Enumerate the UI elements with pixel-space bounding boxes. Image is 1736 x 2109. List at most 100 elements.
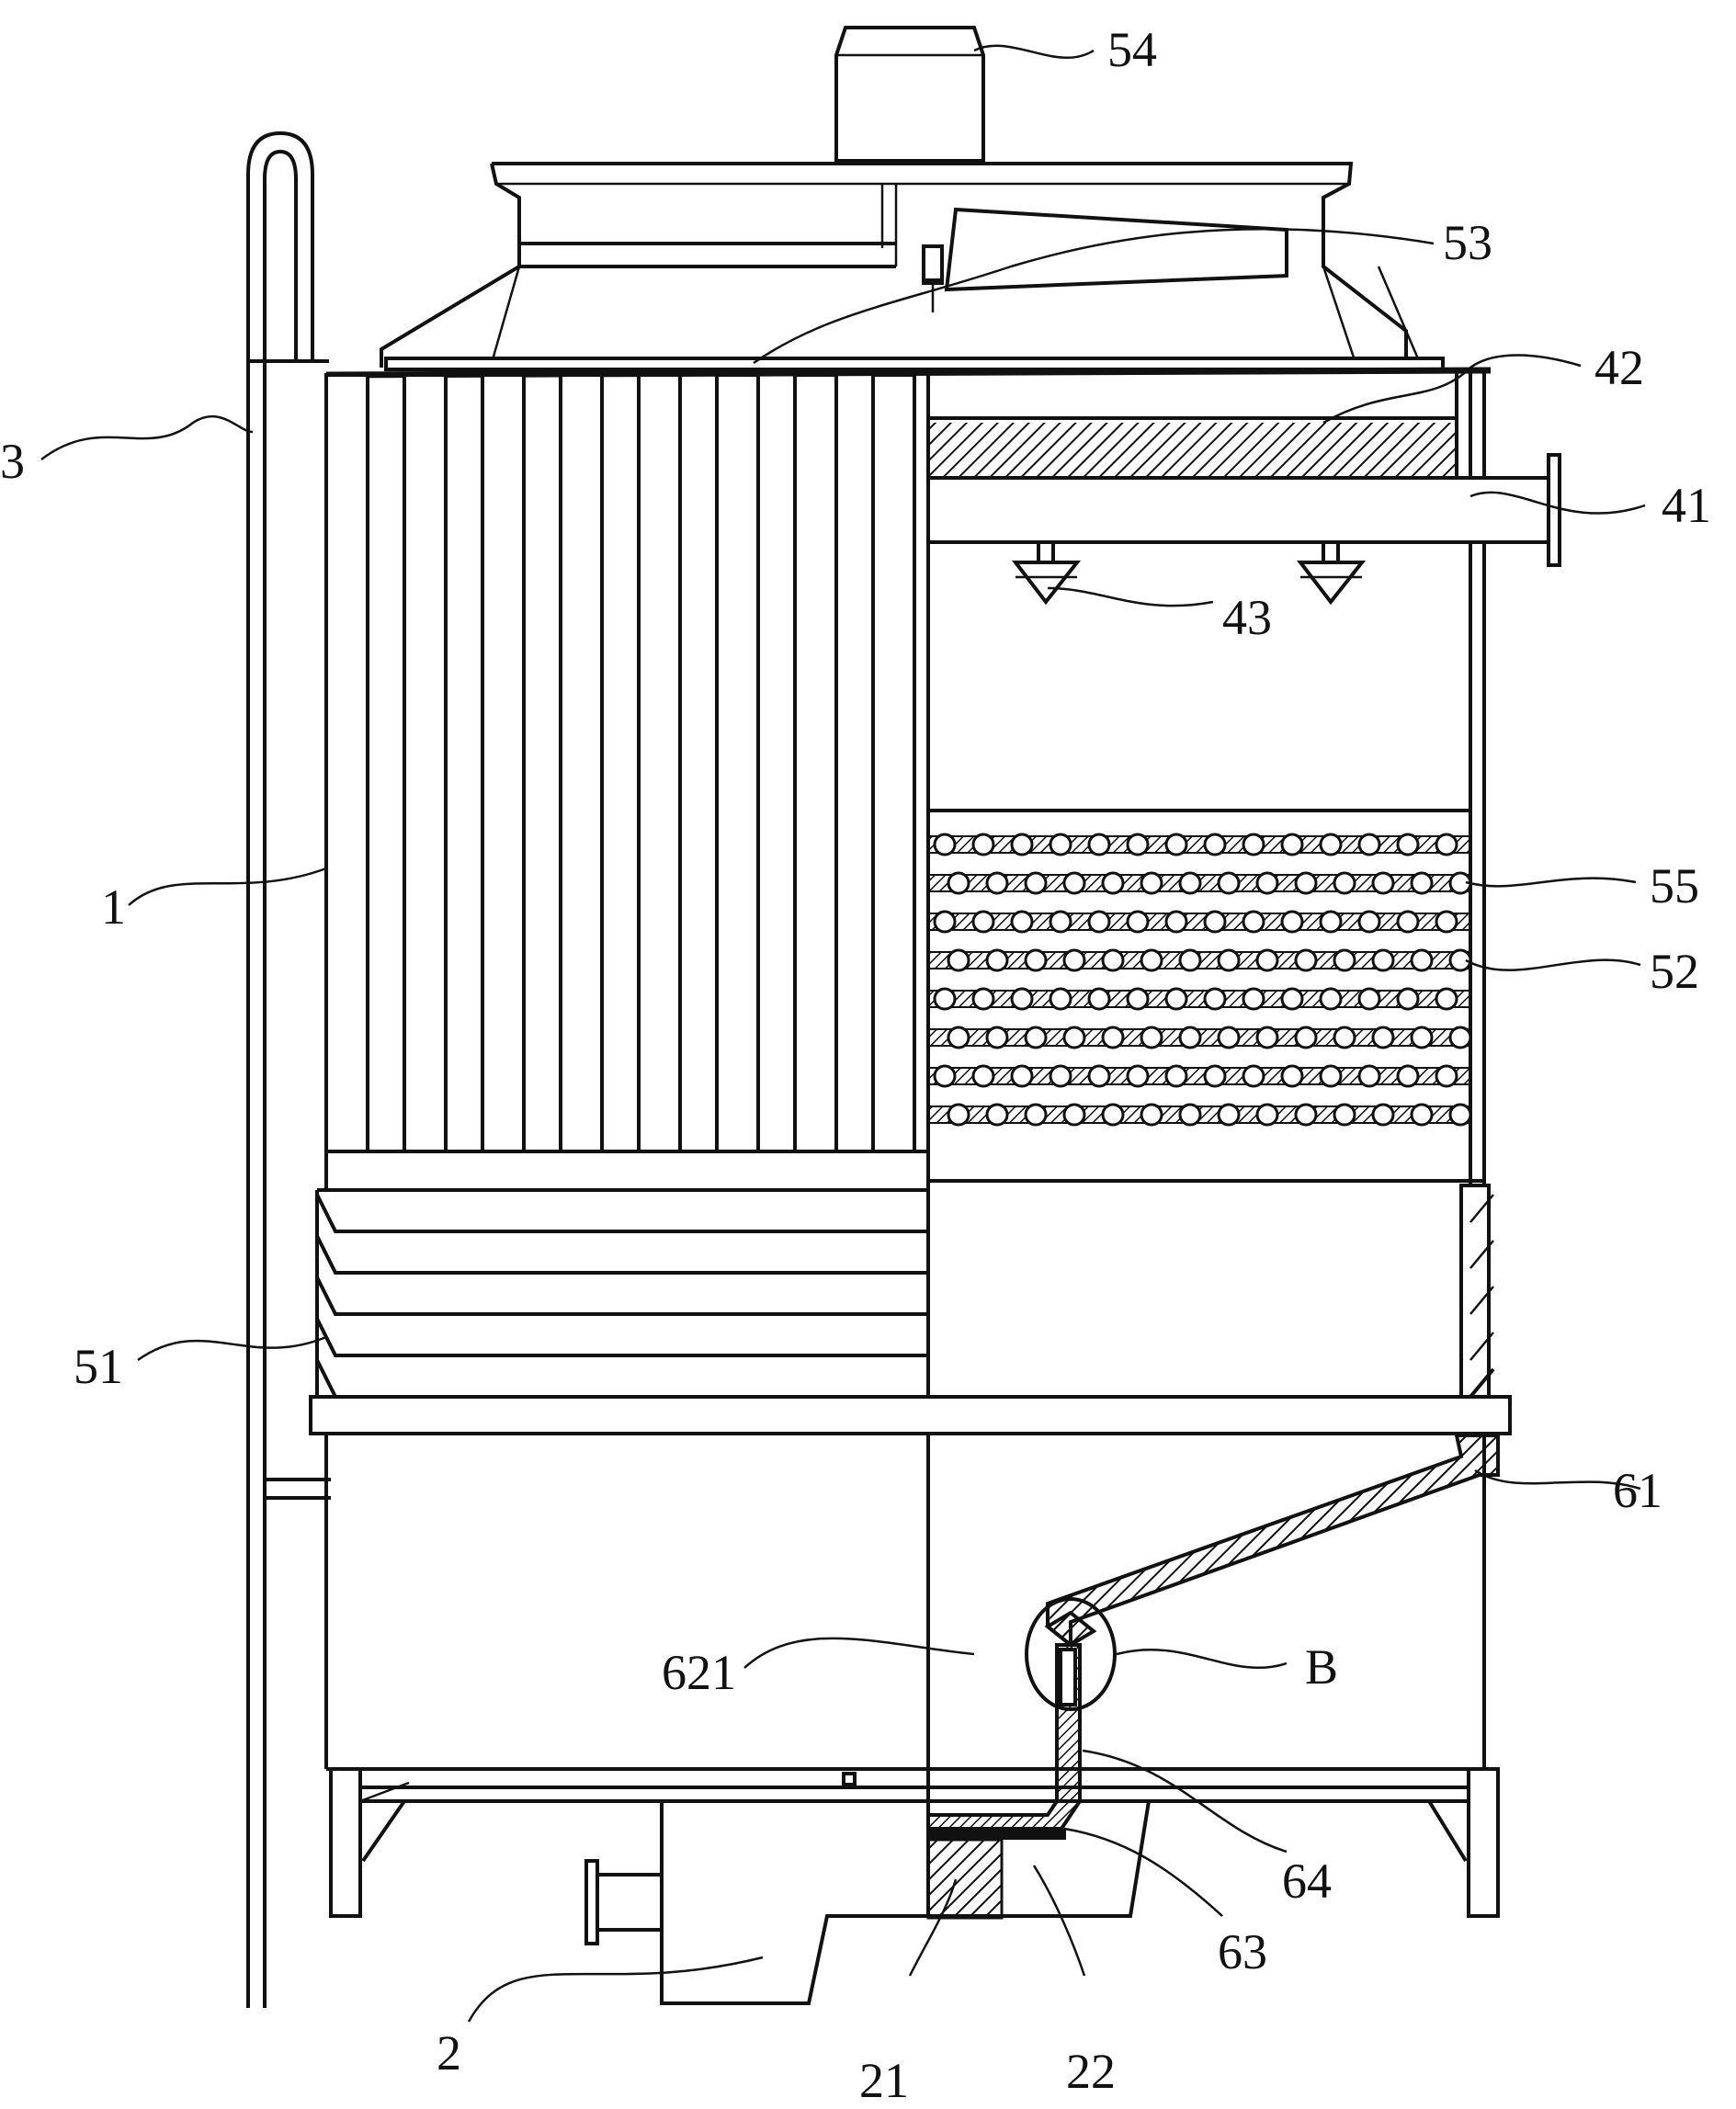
coil-tube: [933, 987, 957, 1011]
coil-tube: [1049, 1064, 1072, 1088]
coil-tube: [933, 1064, 957, 1088]
coil-tube: [1435, 910, 1458, 934]
coil-tube: [1396, 987, 1420, 1011]
coil-tube: [1178, 1026, 1202, 1049]
coil-tube: [1319, 1064, 1343, 1088]
coil-tube: [1371, 948, 1395, 972]
coil-tube: [1410, 871, 1434, 895]
coil-tube: [1280, 910, 1304, 934]
coil-tube: [1319, 910, 1343, 934]
coil-tube: [1140, 948, 1163, 972]
coil-tube: [985, 871, 1009, 895]
coil-tube: [1062, 871, 1086, 895]
coil-tube: [1242, 987, 1265, 1011]
spray-nozzle: [1296, 540, 1367, 606]
coil-tube: [1333, 1026, 1356, 1049]
coil-tube: [1101, 1026, 1125, 1049]
coil-tube: [985, 1026, 1009, 1049]
label-22: 22: [1066, 2044, 1116, 2099]
sloped-collector: [1044, 1434, 1500, 1650]
coil-tube: [1396, 833, 1420, 856]
coil-tube: [1294, 948, 1318, 972]
drift-eliminator: [928, 372, 1458, 478]
tower-body: [324, 367, 1492, 1916]
coil-tube: [1319, 833, 1343, 856]
coil-tube: [1217, 871, 1241, 895]
label-52: 52: [1650, 944, 1699, 999]
coil-tube: [1049, 833, 1072, 856]
coil-tube: [1242, 1064, 1265, 1088]
coil-tube: [1280, 1064, 1304, 1088]
coil-tube: [1371, 1026, 1395, 1049]
coil-tube: [1294, 1103, 1318, 1127]
coil-tube: [1357, 987, 1381, 1011]
coil-tube: [1087, 910, 1111, 934]
coil-tube: [1371, 871, 1395, 895]
coil-tube: [1448, 1026, 1472, 1049]
coil-tube: [1319, 987, 1343, 1011]
coil-tube: [1062, 1026, 1086, 1049]
drain-conduit: [926, 1643, 1082, 1840]
label-51: 51: [74, 1339, 123, 1394]
coil-tube: [1164, 833, 1188, 856]
coil-tube: [1435, 1064, 1458, 1088]
label-64: 64: [1282, 1854, 1332, 1909]
coil-tube: [1435, 833, 1458, 856]
coil-tube: [1217, 1026, 1241, 1049]
coil-tube: [1255, 1103, 1279, 1127]
coil-tube: [1410, 1026, 1434, 1049]
coil-tube: [971, 987, 995, 1011]
coil-tube: [933, 833, 957, 856]
coil-tube: [1396, 1064, 1420, 1088]
coil-tube: [1178, 948, 1202, 972]
spray-pipe: [926, 453, 1561, 606]
coil-tube: [1280, 987, 1304, 1011]
label-42: 42: [1594, 340, 1644, 395]
coil-tube: [1357, 833, 1381, 856]
coil-tube: [1255, 1026, 1279, 1049]
coil-tube: [1126, 910, 1150, 934]
coil-tube: [1126, 833, 1150, 856]
coil-tube: [1333, 1103, 1356, 1127]
coil-tube: [1010, 1064, 1034, 1088]
coil-tube: [1294, 1026, 1318, 1049]
label-61: 61: [1613, 1463, 1662, 1518]
coil-tube: [1448, 948, 1472, 972]
motor: [834, 26, 985, 163]
coil-tube: [1178, 1103, 1202, 1127]
coil-tube: [1164, 1064, 1188, 1088]
coil-tube: [947, 948, 970, 972]
coil-tube: [1049, 987, 1072, 1011]
coil-tube: [1217, 1103, 1241, 1127]
coil-tube: [933, 910, 957, 934]
coil-tube: [971, 833, 995, 856]
coil-tube: [1448, 1103, 1472, 1127]
label-3: 3: [0, 434, 25, 489]
coil-tube: [1101, 948, 1125, 972]
coil-tube: [1087, 1064, 1111, 1088]
coil-tube: [1010, 987, 1034, 1011]
coil-tube: [1357, 910, 1381, 934]
coil-tube: [1010, 910, 1034, 934]
label-621: 621: [662, 1645, 736, 1700]
coil-tube: [985, 1103, 1009, 1127]
coil-tube: [1217, 948, 1241, 972]
label-63: 63: [1218, 1924, 1267, 1979]
base-deck: [309, 1395, 1512, 1769]
coil-tube: [1242, 910, 1265, 934]
coil-tube: [1140, 1103, 1163, 1127]
label-43: 43: [1222, 590, 1272, 645]
ladder: [246, 130, 331, 2008]
coil-tube: [1024, 1026, 1048, 1049]
coil-tube: [1280, 833, 1304, 856]
coil-tube: [1203, 1064, 1227, 1088]
coil-tube: [1062, 1103, 1086, 1127]
coil-tube: [1371, 1103, 1395, 1127]
coil-tube: [1242, 833, 1265, 856]
coil-tube: [1294, 871, 1318, 895]
coil-bank: [927, 809, 1484, 1183]
coil-tube: [1357, 1064, 1381, 1088]
label-21: 21: [859, 2053, 909, 2108]
coil-tube: [1255, 871, 1279, 895]
